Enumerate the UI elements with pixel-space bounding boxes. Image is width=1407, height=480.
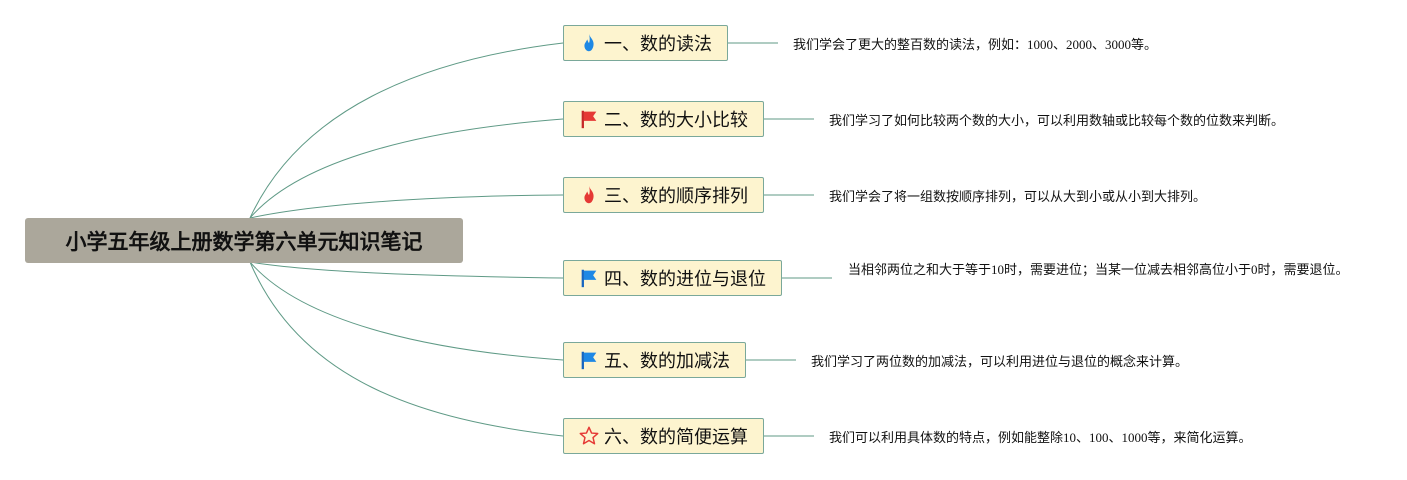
topic-4-note: 当相邻两位之和大于等于10时，需要进位；当某一位减去相邻高位小于0时，需要退位。 [848, 262, 1349, 277]
topic-2[interactable]: 二、数的大小比较 [563, 101, 764, 137]
topic-4[interactable]: 四、数的进位与退位 [563, 260, 782, 296]
central-topic[interactable]: 小学五年级上册数学第六单元知识笔记 [25, 218, 463, 263]
blue-flag-icon [578, 267, 600, 289]
red-flame-icon [578, 184, 600, 206]
red-flag-icon [578, 108, 600, 130]
topic-1-note: 我们学会了更大的整百数的读法，例如：1000、2000、3000等。 [793, 37, 1158, 52]
topic-5[interactable]: 五、数的加减法 [563, 342, 746, 378]
topic-3[interactable]: 三、数的顺序排列 [563, 177, 764, 213]
topic-6-note: 我们可以利用具体数的特点，例如能整除10、100、1000等，来简化运算。 [829, 430, 1252, 445]
topic-6[interactable]: 六、数的简便运算 [563, 418, 764, 454]
central-topic-title: 小学五年级上册数学第六单元知识笔记 [65, 229, 423, 254]
topic-3-note: 我们学会了将一组数按顺序排列，可以从大到小或从小到大排列。 [829, 189, 1207, 204]
topic-2-label: 二、数的大小比较 [604, 110, 748, 131]
blue-flag-icon [578, 349, 600, 371]
topic-4-label: 四、数的进位与退位 [604, 269, 766, 290]
branch-line-1 [249, 42, 564, 219]
branch-line-4 [249, 261, 564, 279]
branch-line-6 [249, 261, 564, 437]
topic-5-note: 我们学习了两位数的加减法，可以利用进位与退位的概念来计算。 [811, 354, 1189, 369]
branch-line-5 [249, 261, 564, 361]
branch-line-3 [249, 194, 564, 219]
blue-flame-icon [578, 32, 600, 54]
topic-5-label: 五、数的加减法 [604, 351, 730, 372]
topic-2-note: 我们学习了如何比较两个数的大小，可以利用数轴或比较每个数的位数来判断。 [829, 113, 1285, 128]
topic-3-label: 三、数的顺序排列 [604, 186, 748, 207]
red-star-outline-icon [578, 425, 600, 447]
topic-1[interactable]: 一、数的读法 [563, 25, 728, 61]
topic-1-label: 一、数的读法 [604, 34, 712, 55]
topic-6-label: 六、数的简便运算 [604, 427, 748, 448]
branch-line-2 [249, 118, 564, 219]
